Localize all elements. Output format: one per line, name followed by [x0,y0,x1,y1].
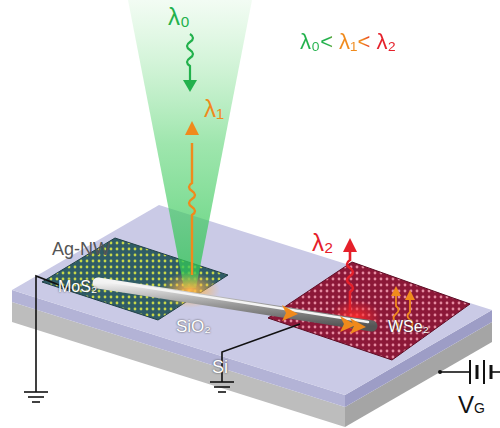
part-label: Ag-NW [52,240,110,260]
arrow-head [185,121,199,135]
arrow-head [183,80,197,92]
material-label: MoS₂ [58,278,97,296]
excitation-arrow [187,34,193,80]
oxide-top [12,205,492,395]
laser-beam [128,0,252,288]
wavelength-relation: λ₀< λ₁< λ₂ [300,30,396,54]
arrow-head [343,238,357,252]
arrow-head [391,286,401,296]
plasmon-mark [282,305,366,334]
wavelength-label: λ₁ [204,96,224,122]
emission-arrow [189,143,195,275]
material-label: WSe₂ [388,318,429,336]
wavelength-label: λ₂ [312,230,333,256]
material-label: SiO₂ [176,318,211,337]
wavelength-label: λ₀ [168,4,190,30]
wire-highlight [100,280,368,322]
material-label: Si [212,358,228,378]
arrow-head [405,290,415,300]
contact-dot [438,370,442,374]
emission-arrow [347,250,353,312]
silver-nanowire [98,283,372,326]
gate-voltage-label: VG [458,392,485,418]
ground-wire [24,276,500,402]
